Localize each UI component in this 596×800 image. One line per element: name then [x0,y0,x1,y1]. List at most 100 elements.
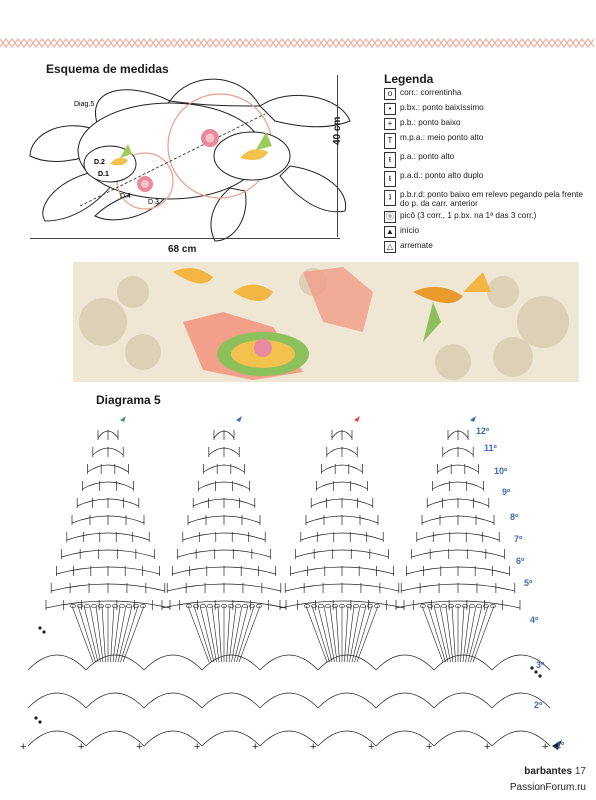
pineapple-row-arc [321,464,363,473]
chain-arch [375,692,435,709]
chain-stitch [469,603,475,609]
tall-stitch [349,605,361,663]
legend-item-label: corr.: correntinha [400,88,462,97]
chain-stitch [235,603,241,609]
pineapple-row-arc [279,600,405,609]
chain-stitch [455,603,461,609]
tall-stitch [421,605,444,663]
legend-item: • p.bx.: ponto baixíssimo [384,103,590,115]
schema-label-d2: D.2 [94,159,105,166]
legend-item: ⓞ picô (3 corr., 1 p.bx. na 1ª das 3 cor… [384,211,590,223]
diagram-title: Diagrama 5 [96,393,161,407]
tall-stitch [311,605,330,663]
footer-page-number: 17 [574,766,586,777]
slip-stitch-dot [534,670,538,674]
chain-stitch [84,603,90,609]
pineapple-row-arc [177,549,271,558]
tall-stitch [472,605,495,663]
tall-stitch [71,605,94,663]
chain-arch [433,730,493,747]
single-crochet-mark: + [426,741,432,753]
chain-arch [491,692,551,709]
pineapple-row-arc [45,600,171,609]
chain-stitch [77,603,83,609]
chain-stitch [249,603,255,609]
chain-stitch [207,603,213,609]
tall-stitch [351,605,367,663]
chain-stitch-icon: o [384,88,396,100]
row-label-12: 12º [476,426,490,436]
chain-arch [433,692,493,709]
decorative-zigzag-border [0,37,595,49]
tall-stitch [305,605,328,663]
width-dimension-line [30,238,340,239]
tall-stitch [77,605,96,663]
pineapple-row-arc [82,481,134,490]
single-crochet-mark: + [484,741,490,753]
pineapple-row-arc [203,464,245,473]
chain-stitch [304,603,310,609]
pineapple-row-arc [300,532,384,541]
tall-stitch [193,605,212,663]
legend-item: + p.b.: ponto baixo [384,118,590,130]
legend-item-label: p.bx.: ponto baixíssimo [400,103,484,112]
chain-stitch [311,603,317,609]
row-label-11: 11º [484,443,497,453]
chain-stitch [70,603,76,609]
tall-stitch [329,605,338,663]
schema-label-d3: D.3 [148,199,159,206]
single-crochet-mark: + [252,741,258,753]
chain-stitch [360,603,366,609]
chain-stitch [346,603,352,609]
chain-arch [317,654,377,671]
chain-arch [27,692,87,709]
pineapple-row-arc [316,481,368,490]
chain-stitch [105,603,111,609]
tall-stitch [433,605,449,663]
chain-arch [85,730,145,747]
row-start-marker [354,416,360,422]
treble-crochet-icon: ŧ [384,171,396,187]
chain-stitch [140,603,146,609]
tall-stitch [89,605,101,663]
chain-arch [143,730,203,747]
chain-arch [27,654,87,671]
chain-stitch [200,603,206,609]
legend-item: o corr.: correntinha [384,88,590,100]
front-post-single-crochet-icon: ʇ [384,190,396,206]
pineapple-row-arc [66,532,150,541]
chain-arch [491,730,551,747]
half-double-crochet-icon: T [384,133,396,149]
chain-arch [375,730,435,747]
tall-stitch [226,605,231,663]
tall-stitch [233,605,249,663]
chain-arch [259,654,319,671]
chain-stitch [98,603,104,609]
chain-stitch [186,603,192,609]
tall-stitch [335,605,340,663]
legend-item-label: picô (3 corr., 1 p.bx. na 1ª das 3 corr.… [400,211,537,220]
pineapple-row-arc [295,549,389,558]
chain-stitch [448,603,454,609]
chain-stitch [374,603,380,609]
tall-stitch [238,605,261,663]
chain-arch [317,692,377,709]
crochet-photo [73,262,579,382]
tall-stitch [122,605,145,663]
chain-arch [201,730,261,747]
schema-label-d4: D.4 [120,193,131,200]
row-label-5: 5º [524,578,533,588]
tall-stitch [187,605,210,663]
row-label-1: 1º [556,740,565,750]
pineapple-row-arc [161,600,287,609]
tall-stitch [462,605,471,663]
legend-item-label: arremate [400,241,433,250]
tall-stitch [115,605,127,663]
single-crochet-mark: + [542,741,548,753]
pineapple-row-arc [416,532,500,541]
legend-item-label: p.a.d.: ponto alto duplo [400,171,484,180]
slip-stitch-icon: • [384,103,396,115]
chain-stitch [476,603,482,609]
row-label-9: 9º [502,487,511,497]
tall-stitch [228,605,237,663]
